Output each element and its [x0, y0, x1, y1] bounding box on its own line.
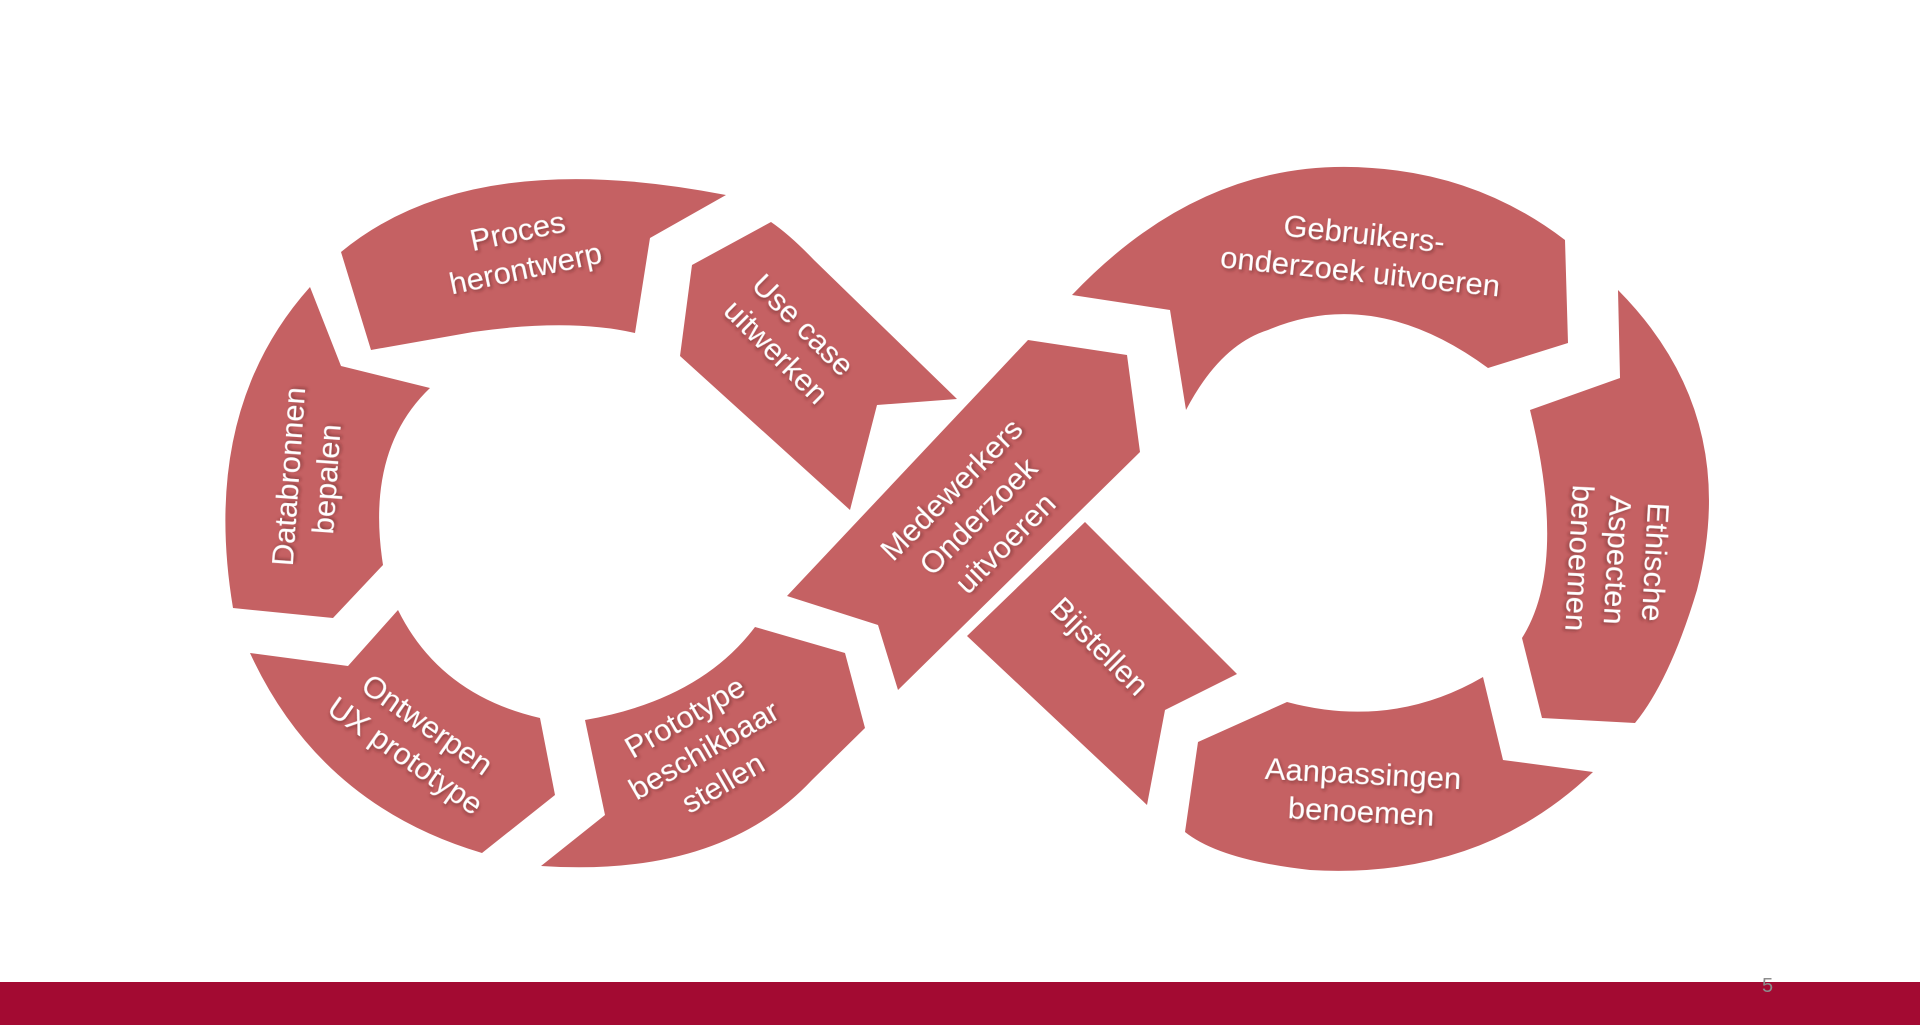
segment-databronnen-bepalen: Databronnenbepalen [225, 287, 430, 618]
segment-label-line: benoemen [1558, 484, 1601, 632]
segment-proces-herontwerp: Procesherontwerp [341, 179, 726, 350]
segment-label-line: Ethische [1635, 502, 1676, 623]
segment-label-line: benoemen [1287, 790, 1435, 833]
segment-label-line: bepalen [305, 423, 348, 536]
segment-aanpassingen-benoemen: Aanpassingenbenoemen [1185, 677, 1593, 871]
slide-number: 5 [1762, 975, 1774, 997]
segment-label: EthischeAspectenbenoemen [1558, 484, 1677, 636]
segment-prototype-beschikbaar-stellen: Prototypebeschikbaarstellen [541, 627, 865, 868]
segment-bijstellen: Bijstellen [967, 522, 1237, 805]
segment-gebruikersonderzoek-uitvoeren: Gebruikers-onderzoek uitvoeren [1072, 166, 1568, 410]
segment-label-line: Aspecten [1596, 495, 1638, 626]
segment-ethische-aspecten-benoemen: EthischeAspectenbenoemen [1522, 290, 1709, 723]
footer-bar [0, 982, 1920, 1025]
segment-ontwerpen-ux-prototype: OntwerpenUX prototype [250, 610, 555, 853]
